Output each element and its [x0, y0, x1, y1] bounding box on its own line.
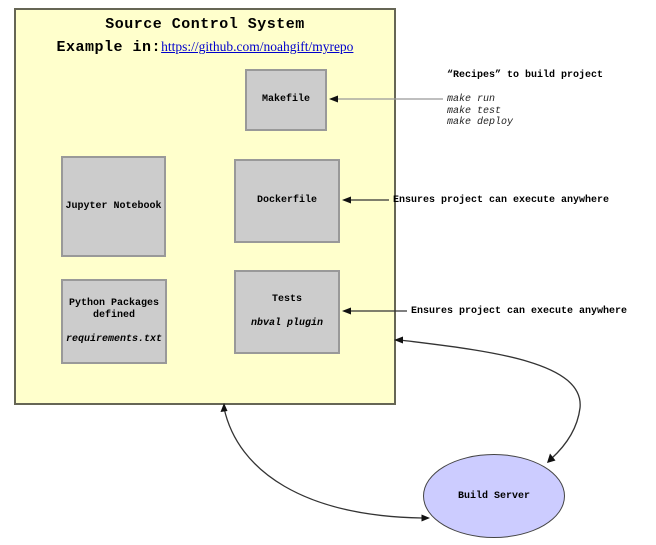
dockerfile-note-annotation: Ensures project can execute anywhere [393, 195, 610, 206]
recipes-annotation: “Recipes” to build project [447, 70, 604, 81]
requirements-txt-label: requirements.txt [65, 333, 162, 345]
tests-note-annotation: Ensures project can execute anywhere [411, 306, 628, 317]
tests-label: Tests [271, 294, 302, 305]
buildserver-container-curve [394, 336, 581, 463]
diagram-title: Source Control System [105, 16, 305, 33]
build-server-node: Build Server [423, 454, 565, 538]
make-run-command: make run [447, 94, 496, 105]
container-buildserver-curve [220, 403, 430, 522]
nbval-plugin-label: nbval plugin [250, 318, 323, 329]
dockerfile-label: Dockerfile [256, 195, 317, 206]
python-packages-node: Python Packages defined requirements.txt [61, 279, 167, 364]
python-packages-line1: Python Packages [68, 297, 159, 309]
make-deploy-command: make deploy [447, 117, 514, 128]
build-server-label: Build Server [457, 490, 530, 502]
github-repo-link[interactable]: https://github.com/noahgift/myrepo [161, 39, 354, 54]
example-prefix-label: Example in: [56, 39, 162, 56]
jupyter-notebook-node: Jupyter Notebook [61, 156, 166, 257]
makefile-node: Makefile [245, 69, 327, 131]
example-line: Example in: https://github.com/noahgift/… [16, 39, 394, 56]
dockerfile-node: Dockerfile [234, 159, 340, 243]
make-commands-annotation: make run make test make deploy [447, 94, 513, 129]
jupyter-label: Jupyter Notebook [65, 200, 162, 212]
python-packages-line2: defined [92, 309, 135, 321]
make-test-command: make test [447, 105, 502, 117]
makefile-label: Makefile [261, 94, 310, 105]
tests-node: Tests nbval plugin [234, 270, 340, 354]
